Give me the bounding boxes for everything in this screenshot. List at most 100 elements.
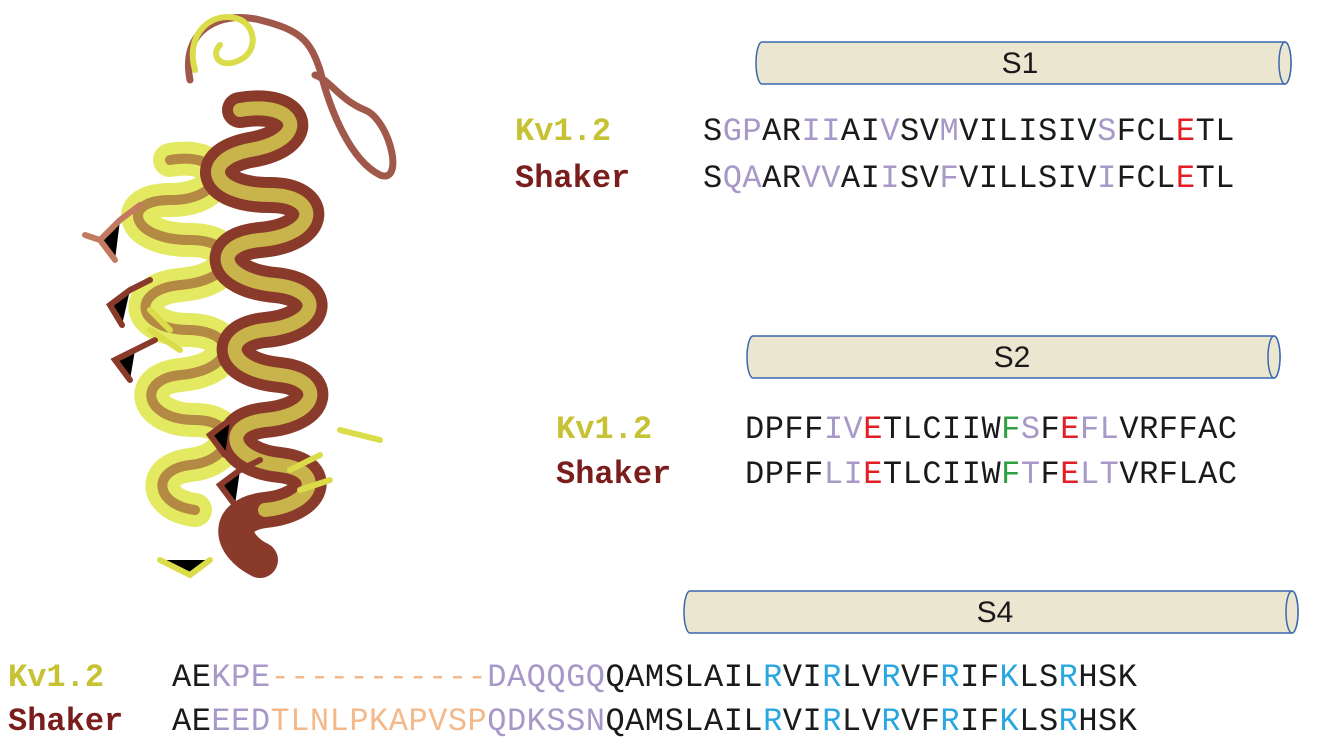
residue: A [762, 113, 782, 150]
residue: R [1139, 456, 1159, 493]
sequence-s2-shaker: DPFFLIETLCIIWFTFELTVRFLAC [745, 456, 1238, 494]
residue: S [900, 160, 920, 197]
residue: R [763, 703, 783, 739]
residue: L [902, 456, 923, 493]
species-label-kv: Kv1.2 [515, 113, 612, 150]
residue: I [960, 703, 980, 739]
residue: E [191, 659, 212, 696]
residue: A [703, 659, 724, 696]
residue: M [939, 113, 960, 150]
species-label-shaker: Shaker [8, 703, 124, 739]
residue: V [428, 703, 448, 739]
residue: D [250, 703, 271, 739]
residue: M [644, 659, 665, 696]
residue: - [329, 659, 350, 696]
residue: V [959, 113, 979, 150]
residue: E [1175, 160, 1196, 197]
residue: V [919, 113, 940, 150]
residue: S [664, 659, 685, 696]
residue: T [882, 456, 903, 493]
residue: L [902, 411, 923, 448]
residue: K [526, 703, 547, 739]
residue: M [644, 703, 665, 739]
residue: V [843, 411, 864, 448]
residue: V [821, 160, 841, 197]
residue: S [1097, 113, 1117, 150]
residue: A [840, 113, 861, 150]
residue: I [860, 113, 881, 150]
residue: P [231, 659, 251, 696]
residue: W [981, 411, 1002, 448]
residue: S [447, 703, 468, 739]
helix-label: S1 [1002, 47, 1039, 80]
helix-label: S2 [994, 341, 1031, 374]
residue: D [487, 659, 507, 696]
residue: H [1078, 703, 1099, 739]
residue: F [1116, 113, 1137, 150]
residue: L [998, 160, 1019, 197]
residue: K [369, 703, 389, 739]
residue: F [920, 703, 941, 739]
residue: P [349, 703, 370, 739]
residue: F [1158, 456, 1179, 493]
residue: L [841, 703, 862, 739]
residue: I [802, 659, 823, 696]
residue: L [684, 703, 704, 739]
residue: I [723, 703, 744, 739]
residue: R [881, 659, 902, 696]
residue: T [1020, 456, 1041, 493]
residue: S [664, 703, 685, 739]
residue: K [999, 703, 1020, 739]
residue: - [309, 659, 330, 696]
cylinder-s2: S2 [746, 335, 1281, 379]
residue: S [566, 703, 586, 739]
residue: F [784, 456, 805, 493]
residue: S [900, 113, 920, 150]
kv-loop [189, 14, 256, 73]
residue: S [703, 160, 723, 197]
residue: F [1040, 456, 1061, 493]
residue: D [506, 703, 527, 739]
cylinder-s4: S4 [683, 590, 1299, 634]
residue: F [920, 659, 941, 696]
cylinder-s1: S1 [755, 41, 1292, 85]
residue: - [369, 659, 389, 696]
residue: I [1097, 160, 1117, 197]
residue: Q [487, 703, 507, 739]
residue: R [1058, 659, 1079, 696]
residue: I [1057, 160, 1078, 197]
residue: V [1119, 456, 1140, 493]
residue: L [998, 113, 1019, 150]
residue: A [625, 659, 645, 696]
residue: I [843, 456, 864, 493]
residue: L [1019, 703, 1039, 739]
residue: - [290, 659, 310, 696]
residue: R [822, 703, 842, 739]
residue: A [1198, 456, 1218, 493]
residue: - [388, 659, 409, 696]
residue: I [802, 703, 823, 739]
residue: D [745, 411, 765, 448]
residue: I [942, 411, 962, 448]
residue: Q [605, 659, 626, 696]
residue: V [959, 160, 979, 197]
residue: L [841, 659, 862, 696]
residue: P [764, 456, 785, 493]
residue: I [880, 160, 901, 197]
residue: A [1198, 411, 1218, 448]
sequence-s4-shaker: AEEEDTLNLPKAPVSPQDKSSNQAMSLAILRVIRLVRVFR… [172, 703, 1137, 739]
residue: F [1001, 411, 1021, 448]
residue: F [804, 411, 824, 448]
residue: T [1099, 456, 1120, 493]
residue: I [961, 411, 982, 448]
residue: D [745, 456, 765, 493]
species-label-kv: Kv1.2 [556, 411, 653, 448]
residue: R [1139, 411, 1159, 448]
residue: C [922, 411, 943, 448]
helix-right [200, 90, 329, 578]
residue: E [191, 703, 212, 739]
residue: A [742, 160, 763, 197]
residue: C [1217, 456, 1238, 493]
residue: R [781, 113, 802, 150]
